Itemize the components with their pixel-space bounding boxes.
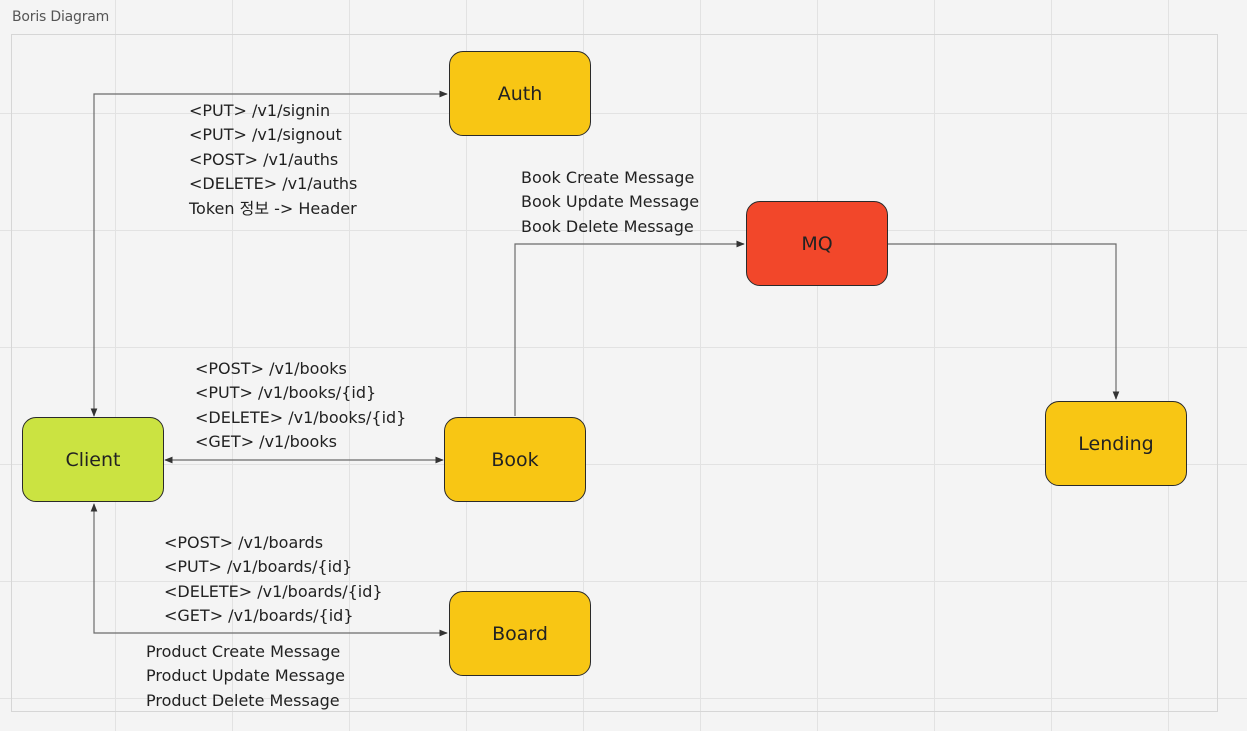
label-board-messages[interactable]: Product Create Message Product Update Me…	[146, 640, 345, 713]
label-line: <PUT> /v1/boards/{id}	[164, 557, 353, 577]
label-line: <DELETE> /v1/books/{id}	[195, 407, 407, 427]
label-line: Product Create Message	[146, 642, 341, 661]
label-line: <POST> /v1/boards	[164, 533, 324, 552]
node-book[interactable]: Book	[444, 417, 586, 502]
label-line: Book Delete Message	[521, 216, 694, 236]
node-board[interactable]: Board	[449, 591, 591, 676]
edge-mq-lending[interactable]	[888, 243, 1120, 400]
label-line: Product Update Message	[146, 666, 345, 686]
label-line: <GET> /v1/boards/{id}	[164, 606, 354, 626]
frame-border	[11, 34, 1218, 712]
edge-client-auth[interactable]	[90, 90, 448, 417]
label-client-auth[interactable]: <PUT> /v1/signin <PUT> /v1/signout <POST…	[189, 99, 357, 221]
label-line: <PUT> /v1/signout	[189, 125, 342, 145]
node-auth-label: Auth	[497, 82, 543, 105]
edge-client-board[interactable]	[90, 503, 448, 637]
label-client-board[interactable]: <POST> /v1/boards <PUT> /v1/boards/{id} …	[164, 531, 383, 629]
label-line: <PUT> /v1/signin	[189, 101, 331, 120]
label-line: <GET> /v1/books	[195, 432, 337, 452]
edge-book-mq[interactable]	[514, 240, 745, 416]
node-auth[interactable]: Auth	[449, 51, 591, 136]
node-lending[interactable]: Lending	[1045, 401, 1187, 486]
frame-title[interactable]: Boris Diagram	[12, 9, 110, 25]
node-mq-label: MQ	[801, 232, 833, 255]
label-line: <POST> /v1/auths	[189, 149, 339, 169]
label-client-book[interactable]: <POST> /v1/books <PUT> /v1/books/{id} <D…	[195, 357, 406, 455]
label-line: Token 정보 -> Header	[189, 198, 357, 218]
label-line: Product Delete Message	[146, 690, 340, 710]
label-line: Book Create Message	[521, 168, 695, 187]
node-book-label: Book	[491, 448, 539, 471]
node-lending-label: Lending	[1078, 432, 1154, 455]
node-client[interactable]: Client	[22, 417, 164, 502]
label-line: <DELETE> /v1/auths	[189, 174, 358, 194]
label-line: <PUT> /v1/books/{id}	[195, 383, 377, 403]
label-book-mq[interactable]: Book Create Message Book Update Message …	[521, 166, 699, 239]
node-board-label: Board	[492, 622, 548, 645]
label-line: Book Update Message	[521, 192, 700, 212]
node-mq[interactable]: MQ	[746, 201, 888, 286]
label-line: <POST> /v1/books	[195, 359, 347, 378]
label-line: <DELETE> /v1/boards/{id}	[164, 581, 383, 601]
node-client-label: Client	[65, 448, 121, 471]
